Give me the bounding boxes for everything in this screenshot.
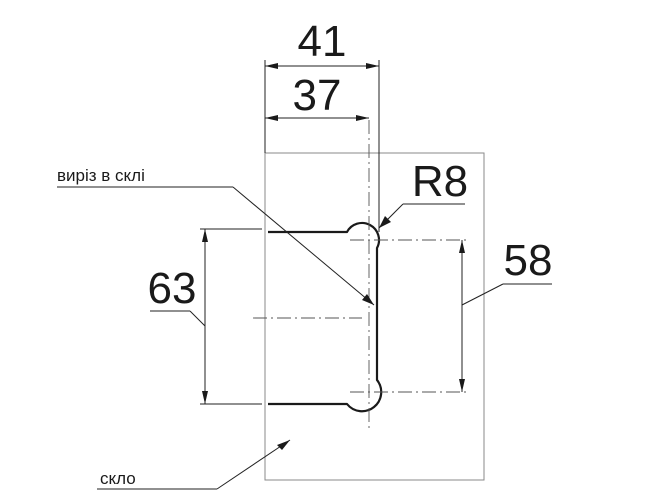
arrowhead [459,240,465,253]
dimension-63-label: 63 [148,264,197,313]
arrowhead [379,216,391,228]
dimension-41-label: 41 [298,17,347,66]
glass-leader [216,439,291,490]
dimension-58-leader [461,283,504,306]
dimension-63-leader [189,310,206,327]
arrowhead [202,229,208,242]
cutout-leader [232,186,375,306]
cutout-note: виріз в склі [57,166,145,185]
arrowhead [362,294,374,305]
arrowhead [366,63,379,69]
arrowhead [459,379,465,392]
glass-note: скло [100,469,136,488]
arrowhead [277,440,290,450]
arrowhead [265,115,278,121]
glass-panel-outline [264,152,485,481]
arrowhead [265,63,278,69]
glass-cutout-profile [268,221,383,413]
dimension-58-label: 58 [504,236,553,285]
arrowhead [202,391,208,404]
dimension-37-label: 37 [293,71,342,120]
arrowhead [356,115,369,121]
radius-label: R8 [412,157,468,206]
